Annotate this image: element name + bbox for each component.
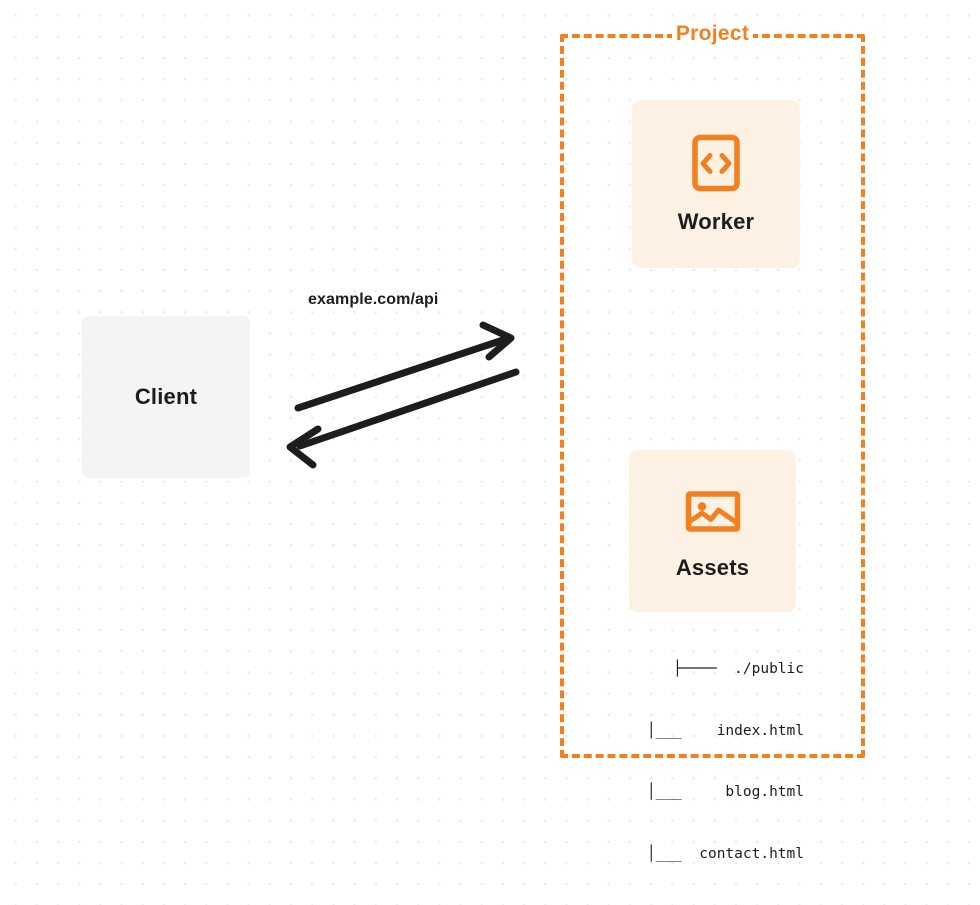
- worker-card[interactable]: Worker: [632, 100, 800, 268]
- client-label: Client: [134, 384, 198, 409]
- worker-label: Worker: [677, 209, 755, 234]
- code-brackets-icon: [692, 134, 740, 192]
- request-arrow: [294, 321, 515, 412]
- assets-card[interactable]: Assets: [629, 450, 796, 612]
- tree-line: ├──── ./public: [673, 661, 804, 677]
- image-icon: [685, 491, 740, 532]
- project-title-text: Project: [671, 22, 754, 45]
- tree-line: │___ blog.html: [646, 784, 804, 800]
- tree-line: │___ index.html: [646, 722, 804, 739]
- tree-line: │___ contact.html: [646, 845, 804, 862]
- client-node[interactable]: Client: [82, 316, 250, 478]
- project-title: Project: [560, 22, 865, 46]
- diagram-canvas: Client example.com/api Project Worker As: [82, 22, 865, 862]
- assets-label: Assets: [675, 555, 750, 580]
- asset-file-tree: ├──── ./public │___ index.html │___ blog…: [608, 618, 804, 905]
- response-arrow: [286, 368, 520, 469]
- request-url-label: example.com/api: [308, 291, 439, 308]
